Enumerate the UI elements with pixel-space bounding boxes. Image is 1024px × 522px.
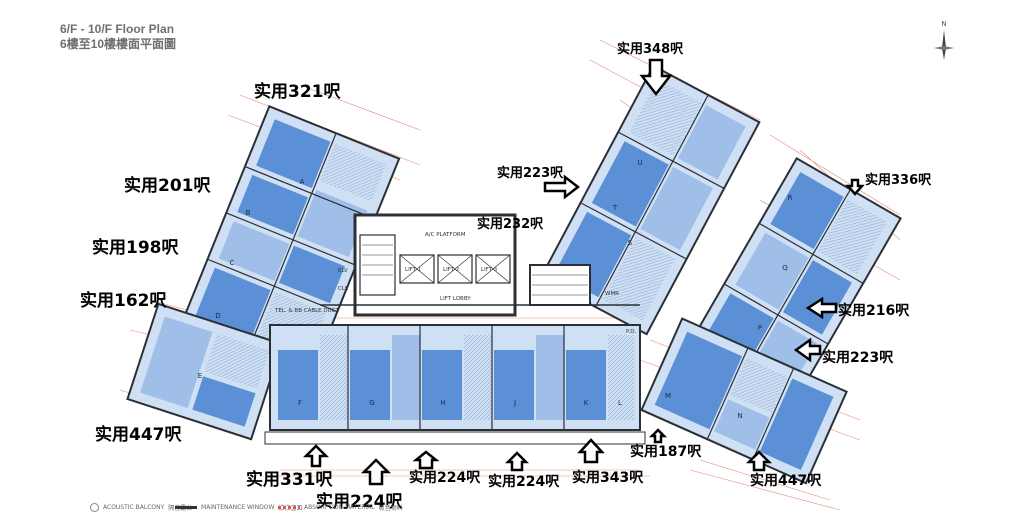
area-label-348: 实用348呎 [617, 42, 684, 57]
arrow-up-224b-icon [412, 450, 440, 470]
svg-text:M: M [665, 392, 671, 400]
svg-text:Q: Q [782, 264, 788, 272]
area-label-216: 实用216呎 [838, 303, 910, 319]
svg-text:H: H [440, 399, 445, 407]
area-label-447a: 实用447呎 [95, 425, 182, 445]
arrow-down-348-icon [639, 58, 673, 97]
svg-text:D: D [215, 312, 220, 320]
cle-label: CLE [338, 286, 349, 292]
lift2-label: LIFT-2 [443, 267, 459, 273]
arrow-right-223-icon [543, 174, 581, 200]
area-label-224c: 实用224呎 [488, 474, 560, 490]
area-label-223b: 实用223呎 [822, 350, 894, 366]
svg-text:T: T [612, 204, 618, 212]
area-label-224b: 实用224呎 [409, 470, 481, 486]
arrow-icons [302, 58, 865, 486]
legend-absorption-material: ABSORPTION MATERIAL 吸音物料 [278, 503, 403, 512]
svg-text:K: K [584, 399, 589, 407]
lift1-label: LIFT-1 [405, 267, 421, 273]
absorption-material-icon [278, 506, 300, 509]
svg-text:G: G [369, 399, 374, 407]
north-arrow-icon: N [934, 20, 954, 60]
area-label-343: 实用343呎 [572, 470, 644, 486]
area-label-336: 实用336呎 [865, 173, 932, 188]
svg-text:C: C [230, 259, 235, 267]
area-label-187: 实用187呎 [630, 444, 702, 460]
arrow-up-224a-icon [360, 458, 392, 486]
area-label-198: 实用198呎 [92, 238, 179, 258]
svg-text:J: J [513, 399, 516, 407]
central-core [320, 213, 640, 317]
svg-text:P: P [758, 324, 762, 332]
wmr-label: WMR [605, 291, 619, 297]
arrow-up-331-icon [302, 444, 330, 468]
acoustic-balcony-icon [90, 503, 99, 512]
south-units-row [264, 324, 646, 445]
arrow-up-224c-icon [504, 451, 530, 472]
arrow-down-336-icon [845, 178, 865, 196]
area-label-321: 实用321呎 [254, 82, 341, 102]
area-label-331: 实用331呎 [246, 470, 333, 490]
lift3-label: LIFT-3 [481, 267, 498, 273]
area-label-223a: 实用223呎 [497, 166, 564, 181]
arrow-left-223b-icon [793, 337, 822, 363]
arrow-up-343-icon [577, 438, 605, 464]
west-wing [174, 104, 401, 392]
arrow-up-187-icon [648, 428, 668, 444]
area-label-447b: 实用447呎 [750, 473, 822, 489]
south-west-wing [126, 302, 284, 441]
core-text: LIFT-1 LIFT-2 LIFT-3 LIFT LOBBY A/C PLAT… [274, 232, 636, 335]
ac-platform-label: A/C PLATFORM [425, 232, 466, 238]
title-zh: 6樓至10樓樓面平面圖 [60, 37, 177, 51]
svg-text:R: R [788, 194, 793, 202]
svg-text:F: F [298, 399, 302, 407]
lift-lobby-label: LIFT LOBBY [440, 296, 471, 302]
elv-label: ELV [338, 268, 348, 274]
arrow-left-216-icon [805, 296, 838, 320]
north-east-wing [539, 64, 761, 336]
svg-text:E: E [198, 372, 202, 380]
tel-label: TEL. & BB CABLE DUCT [274, 308, 339, 314]
arrow-up-447b-icon [745, 450, 773, 472]
svg-text:U: U [637, 159, 642, 167]
svg-text:B: B [246, 209, 251, 217]
area-label-201: 实用201呎 [124, 176, 211, 196]
floor-plan-title: 6/F - 10/F Floor Plan 6樓至10樓樓面平面圖 [60, 22, 176, 52]
maintenance-window-icon [175, 506, 197, 509]
area-label-224a: 实用224呎 [316, 492, 403, 512]
svg-text:N: N [737, 412, 742, 420]
unit-letters: A B C D E F G H J K L M N P Q R S T U [198, 159, 793, 420]
title-en: 6/F - 10/F Floor Plan [60, 22, 175, 36]
area-label-232: 实用232呎 [477, 217, 544, 232]
north-label: N [941, 20, 946, 28]
area-label-162: 实用162呎 [80, 291, 167, 311]
svg-text:L: L [618, 399, 622, 407]
svg-text:A: A [300, 178, 305, 186]
pd-label: P.D. [626, 329, 636, 335]
south-east-wing [640, 317, 848, 485]
svg-text:S: S [628, 239, 633, 247]
